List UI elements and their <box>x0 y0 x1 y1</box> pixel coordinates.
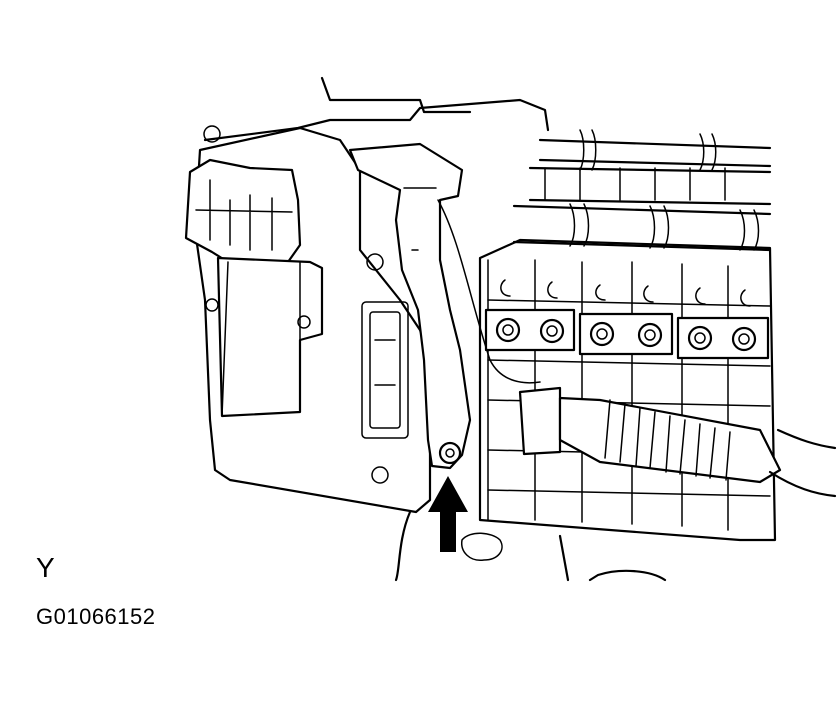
arrow-up-icon <box>428 476 468 552</box>
relay-connector <box>184 158 324 418</box>
lower-body <box>394 510 667 582</box>
view-label: Y <box>36 552 55 583</box>
figure-code: G01066152 <box>36 604 156 629</box>
ground-strap <box>348 142 541 470</box>
cable-bundle <box>518 386 837 498</box>
